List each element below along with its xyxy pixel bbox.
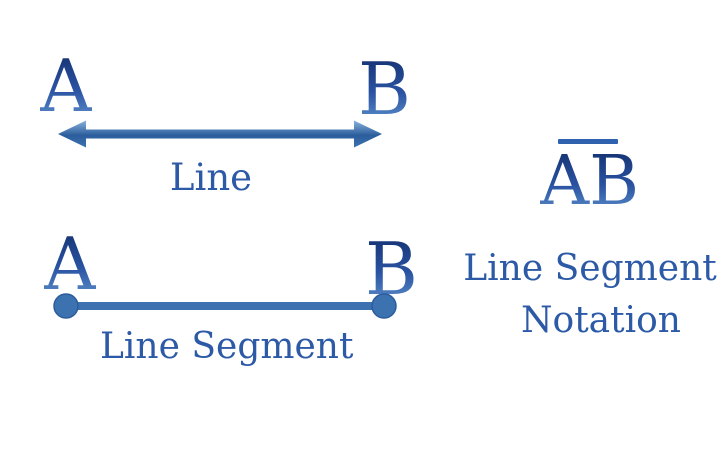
line-point-a-label: A <box>40 44 92 128</box>
double-headed-arrow-icon <box>58 120 382 148</box>
notation-caption: Line Segment Notation <box>440 243 720 347</box>
line-point-b-label: B <box>358 47 411 131</box>
segment-endpoint-a-dot <box>53 293 79 319</box>
overline-bar <box>558 139 618 144</box>
segment-endpoint-b-dot <box>371 293 397 319</box>
segment-point-b-label: B <box>365 227 418 311</box>
notation-caption-line1: Line Segment <box>463 248 717 289</box>
notation-symbol-text: AB <box>540 142 640 221</box>
line-segment-graphic <box>53 293 397 319</box>
line-caption: Line <box>169 156 253 199</box>
double-arrow-shape <box>58 120 382 148</box>
segment-point-a-label: A <box>44 222 96 306</box>
notation-symbol: AB <box>540 139 640 221</box>
notation-caption-line2: Notation <box>521 300 681 341</box>
segment-caption: Line Segment <box>100 326 354 367</box>
